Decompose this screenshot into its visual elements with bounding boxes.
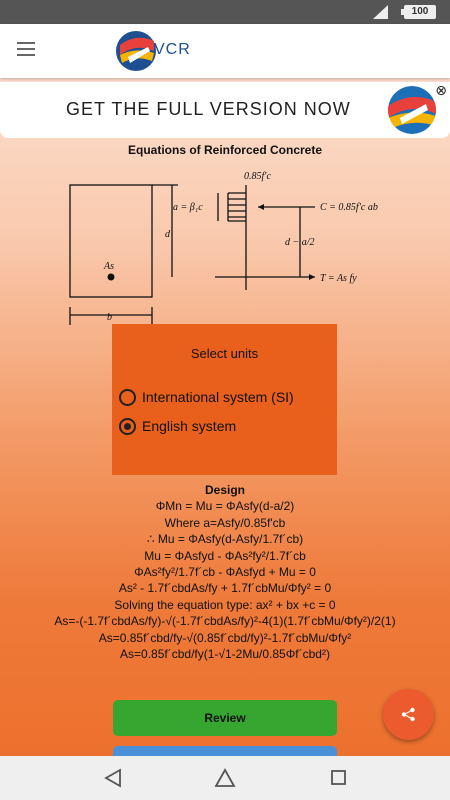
app-logo: VCR xyxy=(114,27,204,75)
as-label: As xyxy=(103,261,114,272)
signal-icon xyxy=(373,5,388,19)
equation-line: As=0.85f´cbd/fy-√(0.85f´cbd/fy)²-1.7f´cb… xyxy=(98,630,352,645)
equation-line: Solving the equation type: ax² + bx +c =… xyxy=(114,597,336,612)
radio-button[interactable] xyxy=(119,417,136,435)
radio-si[interactable]: International system (SI) xyxy=(119,386,294,408)
equation-line: ΦAs²fy²/1.7f´cb - ΦAsfyd + Mu = 0 xyxy=(134,565,316,580)
design-title: Design xyxy=(204,483,245,497)
share-button[interactable] xyxy=(383,689,434,740)
battery-icon: 100 xyxy=(401,5,436,19)
design-section: Design ΦMn = Mu = ΦAsfy(d-a/2) Where a=A… xyxy=(0,482,450,662)
a-label: a = β₁c xyxy=(173,202,203,213)
b-label: b xyxy=(107,312,112,323)
review-button[interactable]: Review xyxy=(113,700,337,736)
d-label: d xyxy=(165,229,171,240)
radio-english[interactable]: English system xyxy=(119,415,236,437)
banner-app-icon[interactable] xyxy=(388,86,436,134)
fc-label: 0.85f′c xyxy=(244,171,271,182)
d-minus-label: d − a/2 xyxy=(285,237,315,248)
t-force-label: T = As fy xyxy=(320,273,357,284)
page-title: Equations of Reinforced Concrete xyxy=(127,143,323,157)
share-icon xyxy=(401,707,415,722)
equation-line: As=-(-1.7f´cbdAs/fy)-√(-1.7f´cbdAs/fy)²-… xyxy=(54,614,396,629)
equation-line: Where a=Asfy/0.85f'cb xyxy=(164,515,286,530)
home-icon[interactable] xyxy=(214,768,236,788)
units-panel: Select units International system (SI) E… xyxy=(112,324,337,475)
back-icon[interactable] xyxy=(104,768,122,788)
equation-line: Mu = ΦAsfyd - ΦAs²fy²/1.7f´cb xyxy=(144,548,306,563)
beam-diagram: 0.85f′c a = β₁c C = 0.85f′c ab d d − a/2… xyxy=(69,171,378,325)
close-icon[interactable]: ⊗ xyxy=(435,82,447,98)
navigation-bar xyxy=(0,756,450,800)
radio-label: English system xyxy=(142,418,237,434)
app-bar: VCR xyxy=(0,24,450,78)
ad-banner[interactable]: GET THE FULL VERSION NOW ⊗ xyxy=(0,82,450,138)
equation-line: As² - 1.7f´cbdAs/fy + 1.7f´cbMu/Φfy² = 0 xyxy=(118,581,332,596)
equation-line: ΦMn = Mu = ΦAsfy(d-a/2) xyxy=(155,499,295,514)
logo-text: VCR xyxy=(154,41,191,58)
status-bar: 100 xyxy=(0,0,450,24)
hamburger-icon[interactable] xyxy=(17,42,35,56)
equation-line: As=0.85f´cbd/fy(1-√1-2Mu/0.85Φf´cbd²) xyxy=(120,647,330,662)
recents-icon[interactable] xyxy=(330,768,348,788)
radio-label: International system (SI) xyxy=(142,389,294,405)
logo-icon xyxy=(116,31,156,71)
units-title: Select units xyxy=(190,346,259,361)
equation-line: ∴ Mu = ΦAsfy(d-Asfy/1.7f´cb) xyxy=(146,532,304,547)
c-force-label: C = 0.85f′c ab xyxy=(320,202,378,213)
banner-text[interactable]: GET THE FULL VERSION NOW xyxy=(66,99,351,119)
radio-button[interactable] xyxy=(119,388,136,406)
